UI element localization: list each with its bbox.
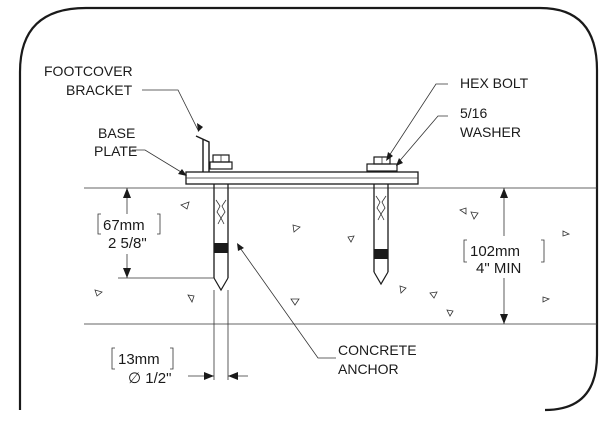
washer-label-1: 5/16 (460, 105, 487, 121)
concrete-anchor-label-2: ANCHOR (338, 361, 399, 377)
base-plate-label-1: BASE (98, 125, 135, 141)
slab-metric-brackets (463, 239, 545, 263)
base-plate-label-2: PLATE (94, 143, 137, 159)
left-anchor-knurl (214, 243, 228, 253)
slab-thickness-dimension (464, 188, 546, 324)
right-anchor-knurl (374, 249, 388, 259)
footcover-bracket-label-2: BRACKET (66, 82, 133, 98)
embed-imperial-label: 2 5/8" (108, 235, 147, 252)
washer-label-2: WASHER (460, 124, 521, 140)
embed-metric-brackets (97, 213, 161, 235)
drawing-frame (18, 6, 599, 412)
leader-arrowheads (178, 123, 403, 251)
footcover-bracket-label-1: FOOTCOVER (44, 63, 133, 79)
leader-lines (132, 83, 448, 359)
diameter-metric-brackets (111, 347, 174, 370)
left-concrete-anchor (213, 184, 229, 292)
embed-metric-label: 67mm (103, 217, 145, 234)
footcover-bracket (195, 135, 210, 172)
right-bolt-head (366, 156, 398, 172)
slab-metric-label: 102mm (470, 243, 520, 260)
hex-bolt-label: HEX BOLT (460, 75, 529, 91)
diameter-dimension (188, 290, 248, 380)
left-bolt-head (209, 154, 233, 170)
embed-depth-dimension (100, 188, 214, 279)
diameter-imperial-label: ∅ 1/2" (128, 370, 171, 387)
right-concrete-anchor (373, 184, 389, 286)
diameter-metric-label: 13mm (118, 351, 160, 368)
slab-imperial-label: 4" MIN (476, 260, 521, 277)
concrete-anchor-label-1: CONCRETE (338, 342, 417, 358)
concrete-aggregate (94, 201, 571, 317)
